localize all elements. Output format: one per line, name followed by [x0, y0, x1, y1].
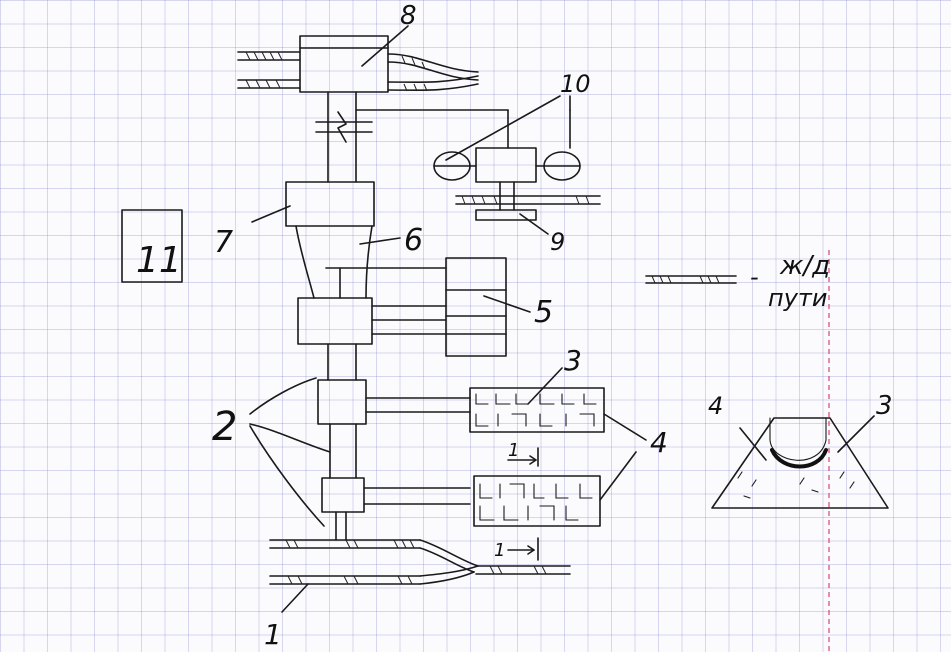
storage-pit-upper [469, 387, 605, 433]
cross-section-label-4: 4 [708, 392, 723, 420]
label-1: 1 [264, 618, 282, 651]
label-6: 6 [404, 223, 423, 258]
label-2: 2 [212, 404, 237, 450]
legend-dash: - [750, 263, 759, 291]
unit-5-cabinet [445, 257, 507, 357]
middle-distribution-block [297, 297, 447, 381]
unit-2-lower-block [321, 477, 471, 541]
section-mark-upper [507, 447, 539, 467]
label-11: 11 [136, 240, 182, 281]
unit-8-receiving-block [237, 35, 479, 93]
label-5: 5 [534, 295, 553, 330]
unit-11-box [121, 209, 183, 283]
unit-2-upper-block [317, 379, 471, 479]
label-4: 4 [650, 426, 668, 459]
pit-cross-section [711, 417, 889, 509]
leader-lines [249, 25, 875, 613]
legend-abbrev: ж/д [779, 251, 830, 281]
legend-word: пути [768, 284, 827, 312]
unit-10-crane [433, 109, 601, 221]
section-mark-lower-label: 1 [494, 540, 505, 561]
cross-section-label-3: 3 [876, 391, 893, 421]
label-8: 8 [400, 1, 417, 31]
label-7: 7 [214, 225, 233, 260]
shaft-8-to-7 [315, 91, 509, 183]
unit-7-housing [285, 181, 447, 299]
unit-1-rail-tracks [269, 539, 571, 585]
section-mark-upper-label: 1 [508, 440, 519, 461]
label-10: 10 [560, 70, 591, 98]
label-3: 3 [564, 344, 582, 377]
label-9: 9 [550, 228, 565, 256]
legend-rail-symbol [645, 275, 737, 284]
section-mark-lower [507, 537, 539, 561]
storage-pit-lower [473, 475, 601, 527]
